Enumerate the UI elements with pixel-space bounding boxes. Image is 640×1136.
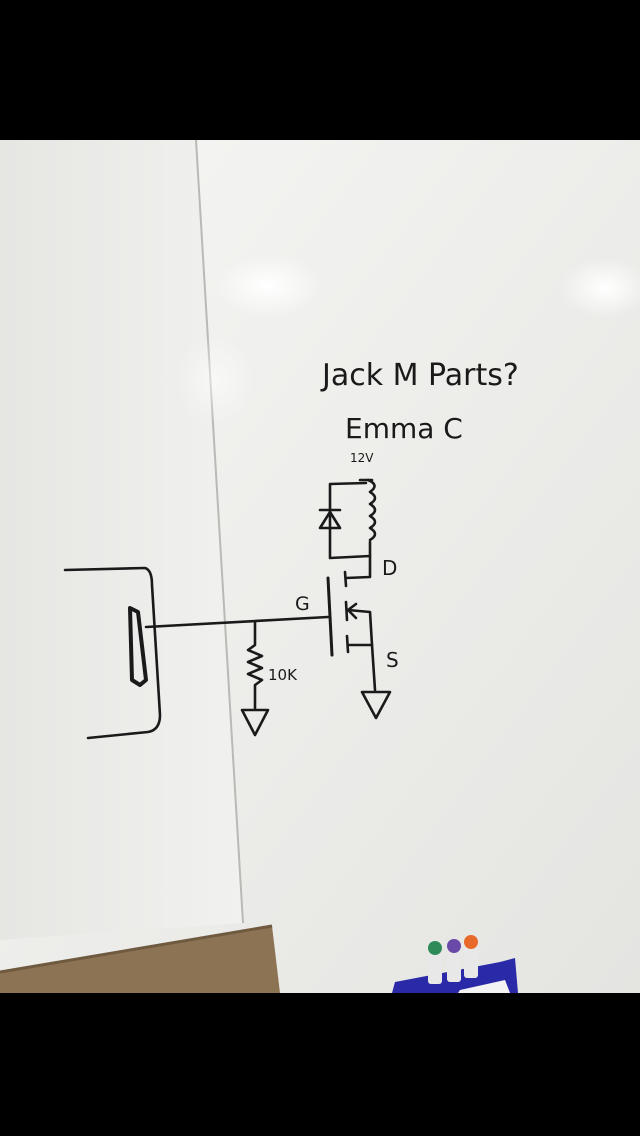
whiteboard-name-line: Jack M Parts? (320, 358, 519, 393)
resistor-symbol (246, 620, 264, 710)
gate-wire (144, 615, 330, 629)
marker (428, 948, 442, 984)
marker (464, 942, 478, 978)
cardboard-edge (0, 924, 273, 974)
circuit-sketch (63, 478, 392, 740)
left-panel (0, 140, 243, 940)
mosfet-gate-plate (326, 576, 334, 657)
gate-label: G (295, 593, 310, 615)
marker-cap-purple (447, 939, 461, 953)
supply-label: 12V (350, 451, 374, 465)
light-glare (560, 258, 640, 318)
markers (428, 935, 478, 984)
panel-seam (195, 140, 244, 924)
whiteboard-photo: Jack M Parts? Emma C (0, 140, 640, 993)
diode-loop (328, 481, 372, 560)
tray-label (458, 980, 510, 993)
coil-symbol (366, 478, 377, 542)
resistor-label: 10K (268, 666, 298, 684)
light-glare (213, 254, 323, 318)
source-label: S (386, 648, 399, 672)
drain-label: D (382, 556, 397, 580)
bottom-letterbox (0, 993, 640, 1136)
mosfet-body (346, 608, 374, 647)
diode-symbol (318, 510, 342, 530)
mosfet-channel (344, 600, 349, 622)
connector-pin (128, 606, 148, 687)
ground-symbol (240, 708, 270, 737)
marker-cap-orange (464, 935, 478, 949)
top-letterbox (0, 0, 640, 140)
cardboard-box (0, 926, 280, 993)
whiteboard-photo-svg: Jack M Parts? Emma C (0, 140, 640, 993)
mosfet-arrow (346, 602, 358, 620)
whiteboard-name-line: Emma C (345, 412, 463, 445)
source-wire (370, 643, 377, 692)
marker (447, 946, 461, 982)
connector-outline (63, 566, 162, 740)
light-glare (175, 335, 255, 425)
ground-symbol (360, 690, 392, 720)
drain-wire (344, 540, 372, 580)
marker-cap-green (428, 941, 442, 955)
